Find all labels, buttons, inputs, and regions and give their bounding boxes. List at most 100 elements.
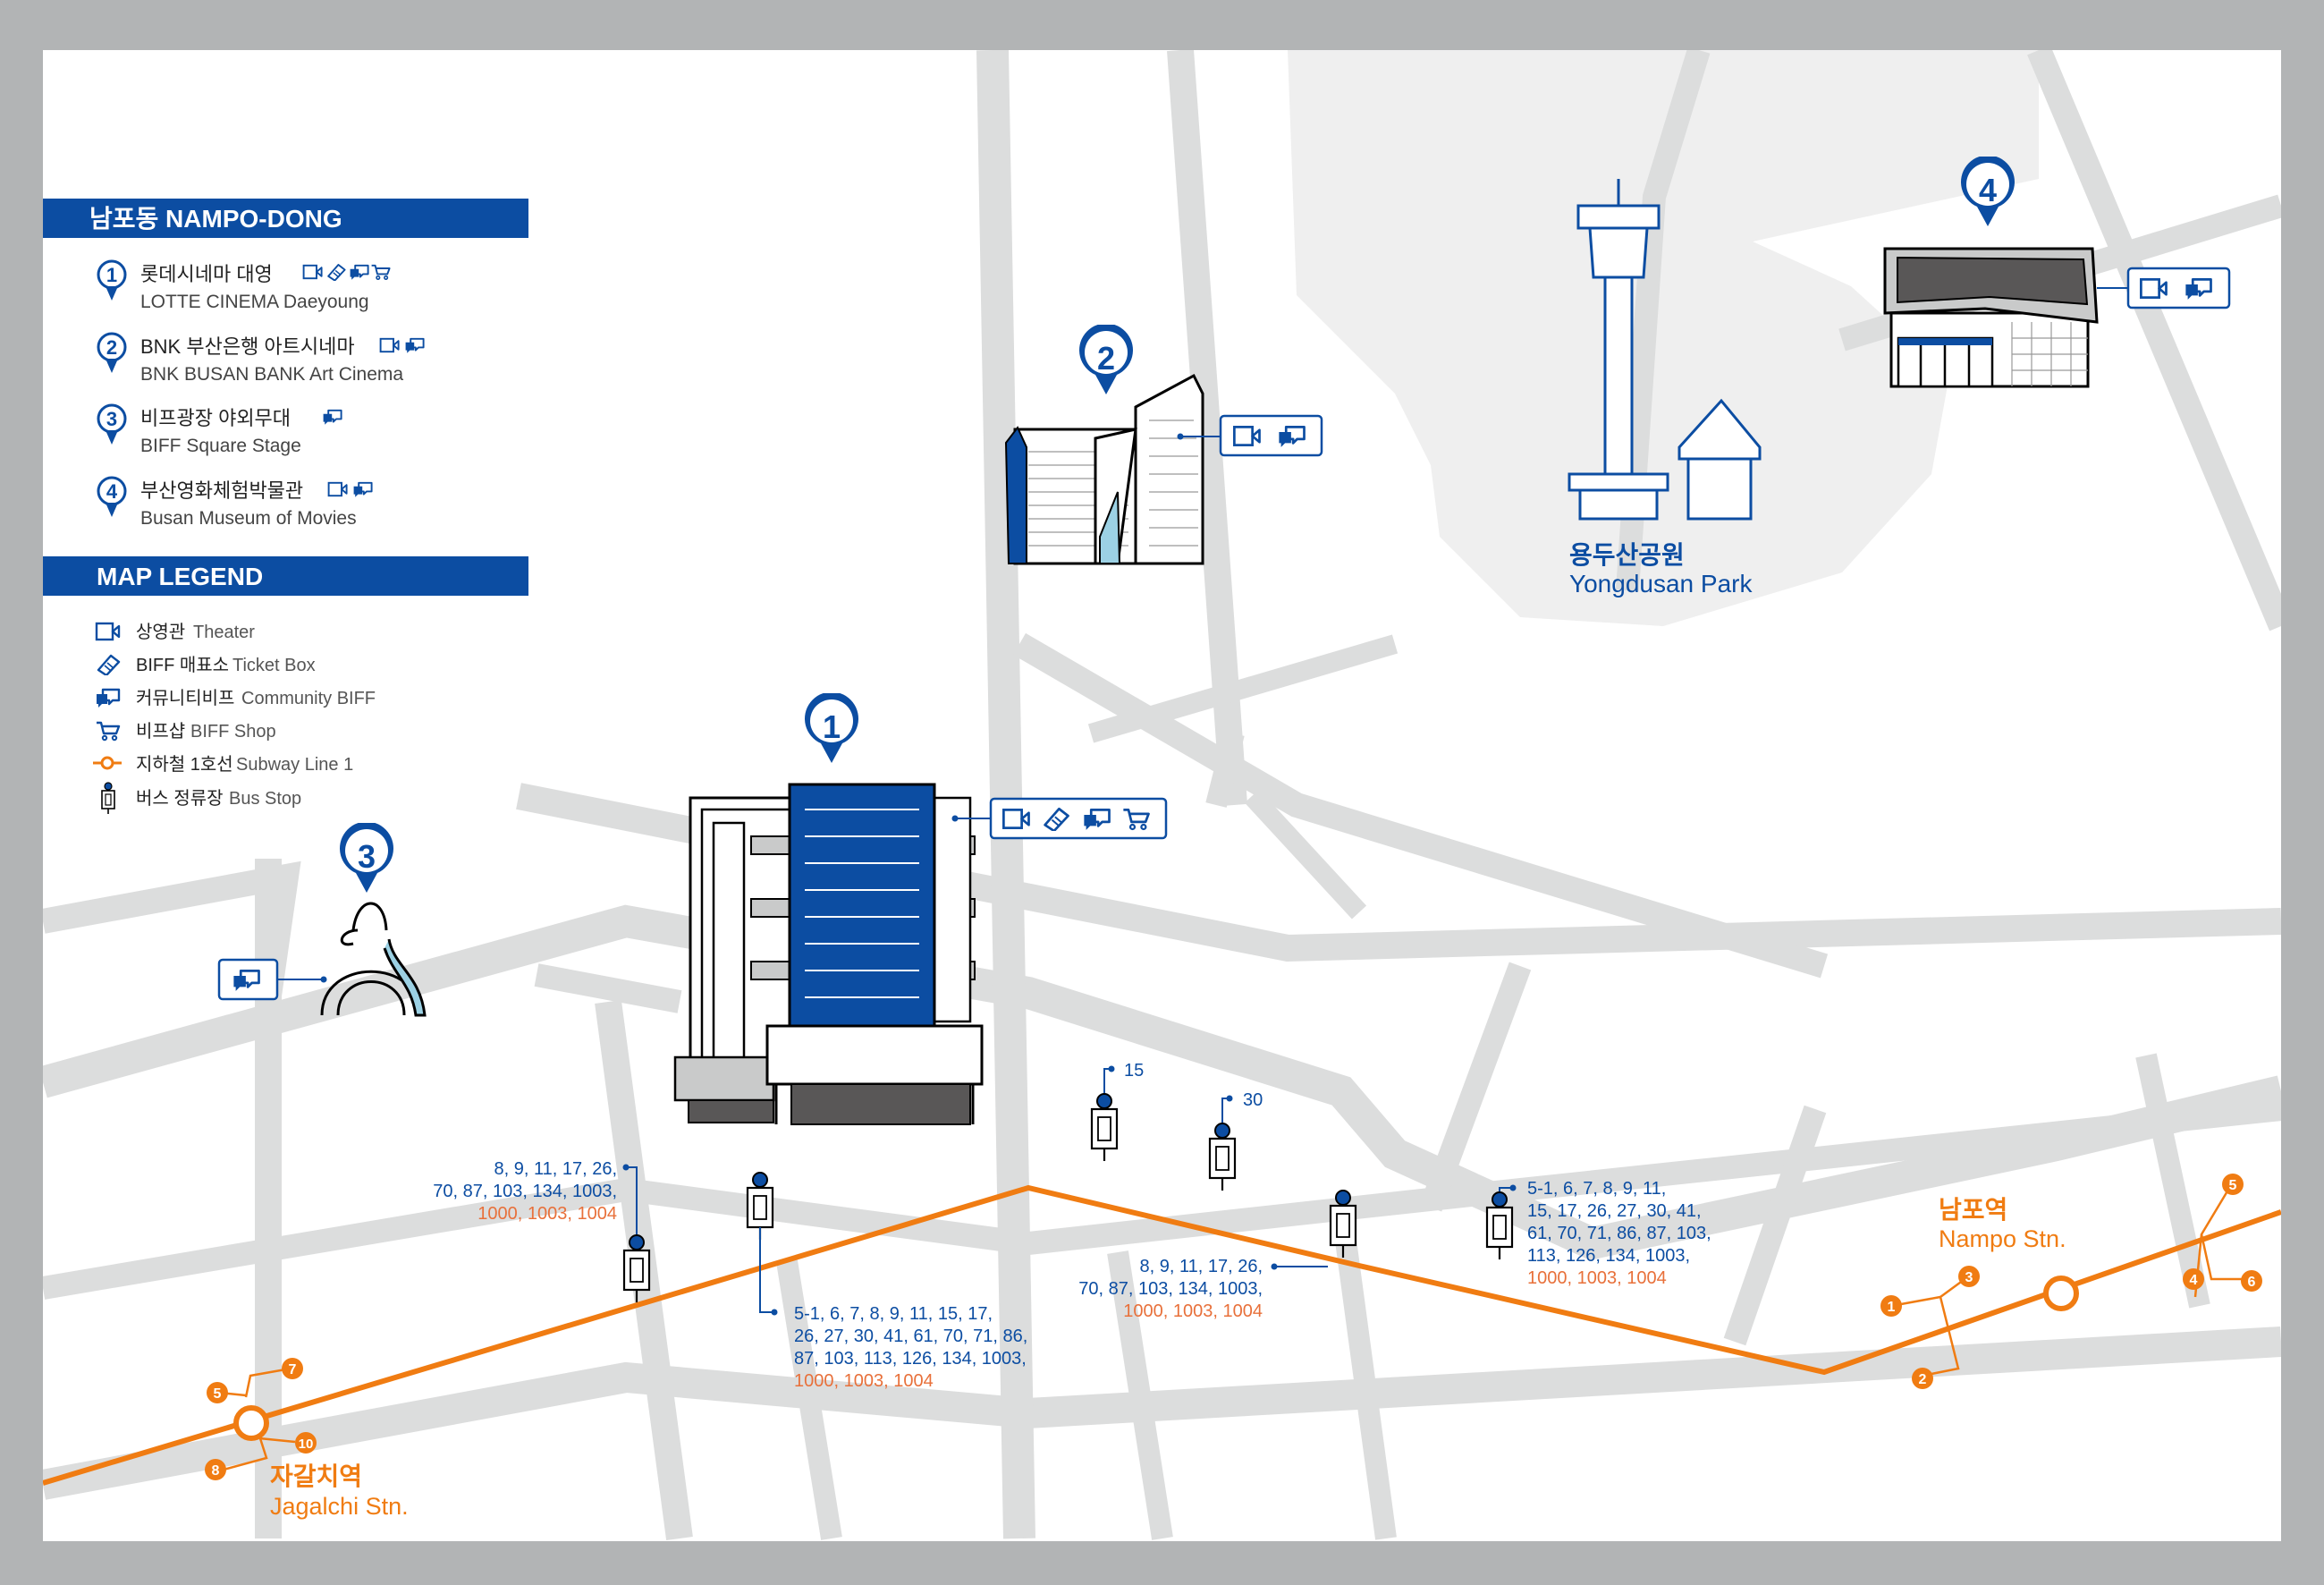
bus-stop[interactable]: 8, 9, 11, 17, 26, 70, 87, 103, 134, 1003…: [433, 1159, 651, 1302]
station-circle: [2043, 1276, 2079, 1311]
bnk-art-cinema-building[interactable]: [1004, 373, 1204, 565]
legend-item: 커뮤니티비프 Community BIFF: [95, 688, 376, 708]
svg-text:1: 1: [1888, 1300, 1896, 1315]
station-name-ko: 남포역: [1939, 1196, 2007, 1224]
bus-lines: 70, 87, 103, 134, 1003,: [433, 1182, 617, 1201]
legend-label-ko: 지하철 1호선: [136, 754, 233, 775]
svg-text:2: 2: [1919, 1372, 1927, 1387]
bus-express-lines: 1000, 1003, 1004: [1527, 1268, 1667, 1288]
venue-name-en: BIFF Square Stage: [140, 436, 301, 456]
biff-square-stage[interactable]: [320, 902, 427, 1017]
pin-number: 3: [358, 838, 376, 875]
exit-badge: 7: [282, 1358, 303, 1379]
exit-badge: 5: [2222, 1174, 2244, 1195]
pin-number: 1: [823, 708, 841, 745]
bus-lines: 5-1, 6, 7, 8, 9, 11, 15, 17,: [794, 1304, 993, 1324]
legend-label-en: Theater: [193, 623, 255, 642]
bus-lines: 15: [1124, 1061, 1144, 1081]
exit-badge: 5: [207, 1382, 228, 1403]
venue-name-en: BNK BUSAN BANK Art Cinema: [140, 364, 403, 385]
bus-stop[interactable]: 5-1, 6, 7, 8, 9, 11, 15, 17, 26, 27, 30,…: [1485, 1179, 1711, 1288]
facility-callout[interactable]: [2097, 267, 2231, 309]
pin-number: 4: [1979, 172, 1997, 208]
exit-badge: 6: [2241, 1270, 2262, 1292]
legend-label-ko: 비프샵: [136, 721, 185, 742]
venue-name-ko: BNK 부산은행 아트시네마: [140, 335, 355, 358]
busan-museum-of-movies-building[interactable]: [1883, 247, 2099, 388]
venue-list-item[interactable]: 2 BNK 부산은행 아트시네마 BNK BUSAN BANK Art Cine…: [97, 332, 425, 385]
park-area: [1288, 50, 2039, 626]
map-marker-pin[interactable]: 2: [1079, 324, 1133, 394]
bus-stop[interactable]: 15: [1090, 1061, 1144, 1161]
legend-label-ko: 상영관: [136, 622, 185, 642]
pin-number: 2: [1097, 340, 1115, 377]
svg-text:5: 5: [2229, 1178, 2237, 1193]
venue-name-ko: 비프광장 야외무대: [140, 407, 291, 429]
info-panel: 남포동 NAMPO-DONG 1 롯데시네마 대영 LOTTE CINEMA D…: [43, 199, 528, 814]
legend-label-en: Bus Stop: [229, 789, 301, 809]
station-circle: [233, 1405, 269, 1441]
exit-badge: 1: [1880, 1295, 1902, 1317]
venue-name-en: LOTTE CINEMA Daeyoung: [140, 292, 369, 312]
subway-station-jagalchi[interactable]: 7 5 10 8 자갈치역 Jagalchi Stn.: [205, 1358, 409, 1520]
legend-item: 지하철 1호선 Subway Line 1: [92, 754, 353, 775]
venue-number: 2: [106, 336, 117, 359]
bus-lines: 26, 27, 30, 41, 61, 70, 71, 86,: [794, 1326, 1027, 1346]
venue-name-ko: 롯데시네마 대영: [140, 263, 273, 285]
venue-list-item[interactable]: 1 롯데시네마 대영 LOTTE CINEMA Daeyoung: [97, 259, 391, 312]
legend-item: 버스 정류장 Bus Stop: [101, 782, 301, 814]
lotte-cinema-building[interactable]: [673, 783, 984, 1125]
legend-item: 비프샵 BIFF Shop: [95, 721, 276, 742]
bus-express-lines: 1000, 1003, 1004: [477, 1204, 617, 1224]
legend-title-bar: [43, 556, 528, 596]
legend-label-en: Ticket Box: [232, 656, 316, 675]
exit-badge: 3: [1958, 1266, 1980, 1287]
svg-text:4: 4: [2190, 1273, 2198, 1288]
legend-label-en: Subway Line 1: [236, 755, 353, 775]
station-name-en: Jagalchi Stn.: [270, 1493, 409, 1520]
legend-item: 상영관 Theater: [95, 622, 255, 642]
bus-lines: 70, 87, 103, 134, 1003,: [1078, 1279, 1263, 1299]
venue-number: 3: [106, 408, 117, 430]
legend-label-ko: 커뮤니티비프: [136, 688, 234, 708]
exit-badge: 10: [295, 1432, 317, 1454]
bus-lines: 30: [1243, 1090, 1263, 1110]
bus-lines: 8, 9, 11, 17, 26,: [494, 1159, 617, 1179]
park-name-ko: 용두산공원: [1569, 541, 1685, 569]
exit-badge: 4: [2183, 1268, 2204, 1290]
bus-lines: 5-1, 6, 7, 8, 9, 11,: [1527, 1179, 1666, 1199]
venue-list-item[interactable]: 4 부산영화체험박물관 Busan Museum of Movies: [97, 476, 373, 529]
map-marker-pin[interactable]: 1: [805, 692, 858, 763]
venue-number: 1: [106, 264, 117, 286]
facility-callout[interactable]: [951, 797, 1168, 840]
bus-express-lines: 1000, 1003, 1004: [794, 1371, 934, 1391]
subway-line-1: [43, 1184, 2281, 1486]
legend-label-en: Community BIFF: [241, 689, 376, 708]
legend-label-en: BIFF Shop: [190, 722, 276, 742]
facility-callout[interactable]: [217, 958, 327, 1001]
panel-title-bar: [43, 199, 528, 238]
facility-callout[interactable]: [1177, 414, 1323, 457]
subway-station-nampo[interactable]: 1 3 2 5 4 6 남포역 Nampo Stn.: [1880, 1174, 2262, 1389]
legend-label-ko: BIFF 매표소: [136, 655, 229, 675]
bus-express-lines: 1000, 1003, 1004: [1123, 1301, 1263, 1321]
venue-number: 4: [106, 480, 118, 503]
yongdusan-tower: [1568, 179, 1762, 521]
venue-list-item[interactable]: 3 비프광장 야외무대 BIFF Square Stage: [97, 403, 342, 456]
park-name-en: Yongdusan Park: [1569, 570, 1753, 598]
bus-lines: 113, 126, 134, 1003,: [1527, 1246, 1690, 1266]
bus-lines: 87, 103, 113, 126, 134, 1003,: [794, 1349, 1027, 1369]
bus-stop[interactable]: 30: [1208, 1090, 1263, 1191]
station-name-ko: 자갈치역: [270, 1462, 362, 1490]
map-marker-pin[interactable]: 3: [340, 822, 393, 893]
exit-badge: 8: [205, 1459, 226, 1480]
bus-stop[interactable]: 8, 9, 11, 17, 26, 70, 87, 103, 134, 1003…: [1078, 1190, 1357, 1321]
bus-stop[interactable]: 5-1, 6, 7, 8, 9, 11, 15, 17, 26, 27, 30,…: [746, 1172, 1027, 1391]
svg-text:7: 7: [289, 1362, 297, 1377]
map-marker-pin[interactable]: 4: [1961, 156, 2015, 226]
bus-lines: 61, 70, 71, 86, 87, 103,: [1527, 1224, 1711, 1243]
exit-badge: 2: [1912, 1368, 1933, 1389]
svg-text:3: 3: [1965, 1270, 1973, 1285]
svg-text:6: 6: [2248, 1275, 2256, 1290]
